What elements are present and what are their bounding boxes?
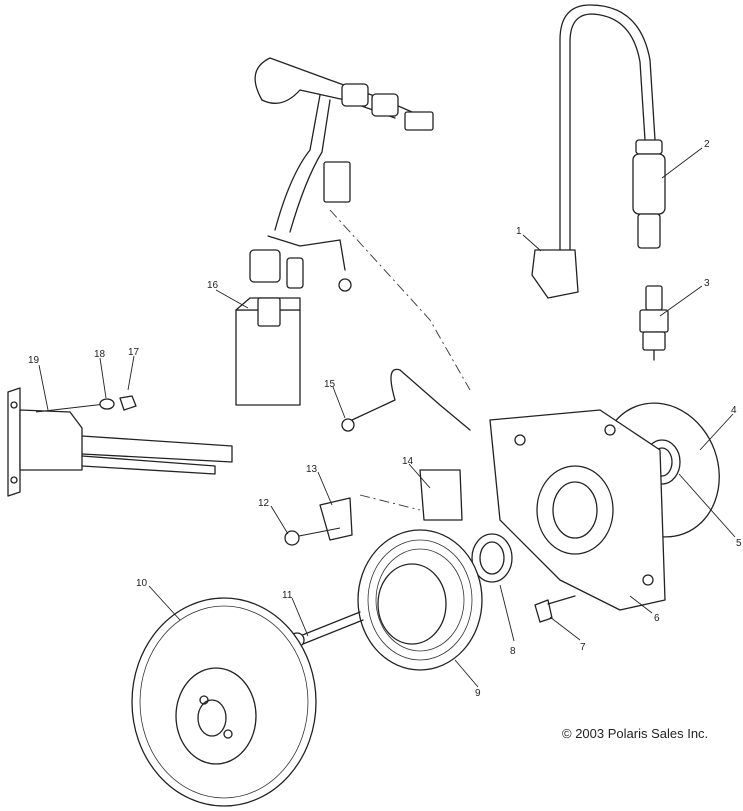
callout-11: 11 xyxy=(282,590,293,601)
wiring-harness-part xyxy=(249,57,471,391)
callout-8: 8 xyxy=(510,646,516,657)
callout-14: 14 xyxy=(402,456,414,467)
callout-13: 13 xyxy=(306,464,318,475)
flywheel-part xyxy=(131,597,317,807)
cdi-box-part xyxy=(235,297,301,406)
spark-plug-part xyxy=(639,285,669,361)
callout-3: 3 xyxy=(704,278,710,289)
switch-assembly-part xyxy=(7,387,233,497)
callout-19: 19 xyxy=(28,355,40,366)
bearing-seal-part xyxy=(471,533,513,583)
callout-5: 5 xyxy=(736,538,742,549)
callout-numbers: 1 2 3 4 5 6 7 8 9 10 11 12 13 14 15 16 1… xyxy=(28,139,742,699)
callout-1: 1 xyxy=(516,226,522,237)
callout-18: 18 xyxy=(94,349,106,360)
callout-17: 17 xyxy=(128,347,140,358)
housing-screw-part xyxy=(534,595,576,623)
callout-7: 7 xyxy=(580,642,586,653)
callout-10: 10 xyxy=(136,578,148,589)
callout-6: 6 xyxy=(654,613,660,624)
callout-leaders xyxy=(38,147,736,688)
callout-9: 9 xyxy=(475,688,481,699)
copyright-notice: © 2003 Polaris Sales Inc. xyxy=(562,726,709,741)
callout-4: 4 xyxy=(731,405,737,416)
stator-bolt-part xyxy=(289,611,364,648)
callout-2: 2 xyxy=(704,139,710,150)
ignition-lead-part xyxy=(531,4,666,299)
pulse-coil-bracket-part xyxy=(284,368,471,546)
stator-part xyxy=(357,529,483,671)
callout-15: 15 xyxy=(324,379,336,390)
stator-housing-part xyxy=(489,409,666,611)
callout-12: 12 xyxy=(258,498,270,509)
callout-16: 16 xyxy=(207,280,219,291)
